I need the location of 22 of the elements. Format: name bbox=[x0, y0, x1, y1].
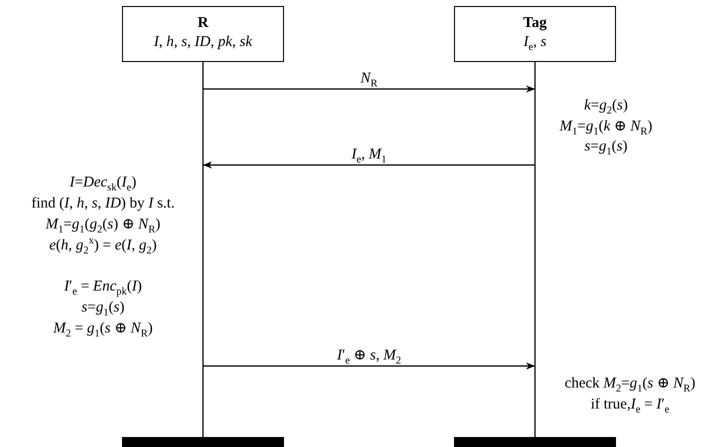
participant-variables: I, h, s, ID, pk, sk bbox=[152, 33, 254, 52]
message-label: I′$_{e}$ ⊕ s, M$_{2}$ bbox=[334, 348, 404, 364]
message-arrow bbox=[203, 362, 535, 370]
participant-variables: I$_{e}$, s bbox=[522, 33, 548, 52]
computation-step: check M$_{2}$=g$_{1}$(s ⊕ N$_{R}$) bbox=[564, 376, 696, 392]
computation-step: M$_{1}$=g$_{1}$(k ⊕ N$_{R}$) bbox=[560, 118, 652, 136]
computation-step: s=g$_{1}$(s) bbox=[584, 138, 628, 156]
computation-step: M$_{2}$ = g$_{1}$(s ⊕ N$_{R}$) bbox=[53, 320, 153, 338]
message-arrow bbox=[203, 85, 535, 93]
message-label: N$_{R}$ bbox=[358, 70, 380, 88]
computation-step: M$_{1}$=g$_{1}$(g$_{2}$(s) ⊕ N$_{R}$) bbox=[46, 216, 160, 234]
message-label: I$_{e}$, M$_{1}$ bbox=[350, 146, 388, 164]
participant-name: R bbox=[196, 14, 210, 33]
computation-step: s=g$_{1}$(s) bbox=[82, 300, 124, 316]
computation-step: find (I, h, s, ID) by I s.t. bbox=[31, 196, 175, 212]
computation-step: I′$_{e}$ = Enc$_{pk}$(I) bbox=[64, 278, 142, 296]
message-arrow bbox=[203, 161, 535, 169]
computation-step: e(h, g$_{2}$$^{x}$) = e(I, g$_{2}$) bbox=[49, 238, 157, 254]
computation-step: if true,I$_{e}$ = I′$_{e}$ bbox=[590, 396, 670, 414]
computation-step: I=Dec$_{sk}$(I$_{e}$) bbox=[70, 174, 136, 192]
computation-step: k=g$_{2}$(s) bbox=[584, 98, 628, 114]
participant-name: Tag bbox=[522, 14, 548, 33]
